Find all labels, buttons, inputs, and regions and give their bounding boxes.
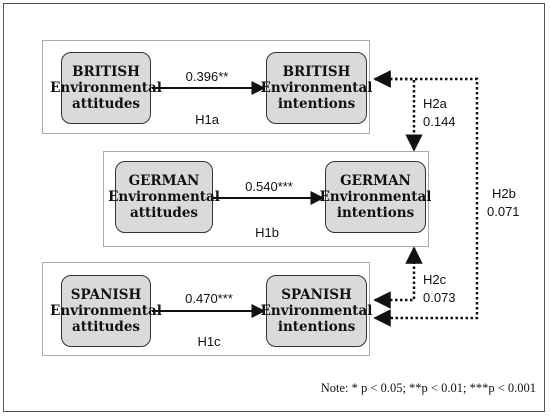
node-spanish-attitudes-line3: attitudes [71, 319, 141, 335]
node-spanish-intentions-line2: Environmental [260, 303, 373, 319]
node-german-attitudes: GERMAN Environmental attitudes [108, 161, 220, 233]
node-spanish-attitudes-line2: Environmental [50, 303, 162, 319]
value-h2c: 0.073 [423, 290, 456, 305]
coef-h1a: 0.396** [185, 69, 229, 84]
value-h2b: 0.071 [487, 204, 520, 219]
node-german-attitudes-line1: GERMAN [128, 173, 200, 189]
node-german-intentions-line1: GERMAN [340, 173, 411, 189]
figure-frame [3, 3, 545, 412]
node-british-attitudes-line1: BRITISH [72, 64, 140, 80]
coef-h1b: 0.540*** [245, 179, 293, 194]
significance-note: Note: * p < 0.05; **p < 0.01; ***p < 0.0… [320, 381, 536, 395]
node-british-intentions-line3: intentions [277, 96, 356, 112]
node-british-intentions-line1: BRITISH [282, 64, 351, 80]
value-h2a: 0.144 [423, 114, 456, 129]
label-h2b: H2b [492, 186, 516, 201]
node-spanish-intentions: SPANISH Environmental intentions [261, 275, 372, 347]
node-british-attitudes-line2: Environmental [50, 80, 162, 96]
hypothesis-h1c: H1c [197, 334, 221, 349]
node-german-intentions-line2: Environmental [319, 189, 432, 205]
arrow-h2b [373, 70, 479, 327]
node-spanish-intentions-line1: SPANISH [281, 287, 352, 303]
hypothesis-h1b: H1b [255, 225, 279, 240]
arrow-h2a [373, 70, 423, 152]
node-british-intentions: BRITISH Environmental intentions [261, 52, 372, 124]
hypothesis-h1a: H1a [195, 112, 219, 127]
node-german-intentions: GERMAN Environmental intentions [320, 161, 431, 233]
coef-h1c: 0.470*** [185, 291, 233, 306]
node-german-attitudes-line3: attitudes [129, 205, 199, 221]
node-british-attitudes: BRITISH Environmental attitudes [50, 52, 162, 124]
node-spanish-attitudes-line1: SPANISH [70, 287, 142, 303]
node-british-attitudes-line3: attitudes [71, 96, 141, 112]
arrow-h2c [373, 246, 423, 309]
node-british-intentions-line2: Environmental [260, 80, 373, 96]
label-h2c: H2c [423, 272, 447, 287]
node-german-attitudes-line2: Environmental [108, 189, 220, 205]
node-spanish-attitudes: SPANISH Environmental attitudes [50, 275, 162, 347]
node-spanish-intentions-line3: intentions [277, 319, 356, 335]
label-h2a: H2a [423, 96, 447, 111]
node-german-intentions-line3: intentions [336, 205, 415, 221]
